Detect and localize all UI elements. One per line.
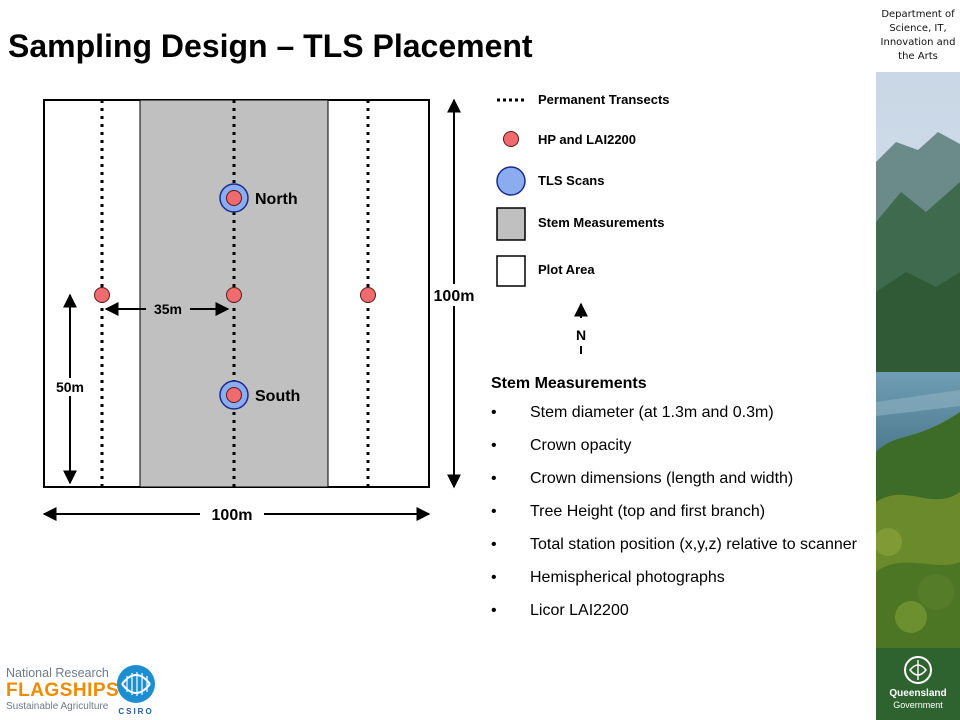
department-line: the Arts [898, 51, 938, 62]
csiro-emblem-icon [117, 665, 155, 703]
list-item: Crown dimensions (length and width) [491, 469, 866, 489]
label-backing [146, 300, 190, 318]
department-line: Science, IT, [889, 23, 947, 34]
stem-measurements-list: Stem diameter (at 1.3m and 0.3m) Crown o… [491, 403, 866, 634]
queensland-government-logo: Queensland Government [876, 648, 960, 720]
csiro-logo: CSIRO [112, 664, 160, 718]
list-item: Licor LAI2200 [491, 601, 866, 621]
legend-stem-swatch [496, 207, 526, 241]
hp-lai-marker [226, 287, 242, 303]
label-backing [430, 284, 480, 306]
compass-north-icon: N [574, 302, 588, 354]
list-item: Hemispherical photographs [491, 568, 866, 588]
sampling-diagram: North South 35m 50m 100m 100m N [42, 98, 588, 525]
legend-tls-swatch [496, 166, 526, 196]
label-backing [200, 505, 264, 525]
hp-lai-marker [94, 287, 110, 303]
legend-label-stem: Stem Measurements [538, 215, 665, 230]
stem-measurements-heading: Stem Measurements [491, 375, 647, 392]
nrf-line3: Sustainable Agriculture [6, 701, 109, 712]
nrf-line1: National Research [6, 666, 109, 680]
north-label: North [255, 191, 298, 208]
slide-title: Sampling Design – TLS Placement [8, 28, 533, 64]
south-label: South [255, 388, 300, 405]
landscape-photo [876, 72, 960, 648]
legend-plot-swatch [496, 255, 526, 287]
department-line: Department of [881, 9, 955, 20]
dimension-label-100m-horizontal: 100m [212, 507, 253, 524]
label-backing [50, 378, 90, 396]
crest-icon [904, 656, 932, 684]
national-research-flagships-logo: National Research FLAGSHIPS Sustainable … [6, 664, 120, 718]
dimension-label-100m-vertical: 100m [434, 288, 475, 305]
hp-lai-marker [226, 190, 242, 206]
legend-label-plot: Plot Area [538, 262, 595, 277]
compass-label: N [576, 327, 586, 343]
hp-lai-marker [226, 387, 242, 403]
list-item: Crown opacity [491, 436, 866, 456]
department-line: Innovation and [880, 37, 956, 48]
legend-hp-swatch [503, 131, 519, 147]
legend-label-transects: Permanent Transects [538, 92, 670, 107]
dimension-label-35m: 35m [154, 301, 182, 317]
hp-lai-marker [360, 287, 376, 303]
legend-label-tls: TLS Scans [538, 173, 605, 188]
dimension-label-50m: 50m [56, 379, 84, 395]
csiro-label: CSIRO [118, 707, 154, 716]
government-label: Government [893, 700, 943, 710]
list-item: Total station position (x,y,z) relative … [491, 535, 866, 555]
nrf-line2: FLAGSHIPS [6, 680, 120, 701]
list-item: Tree Height (top and first branch) [491, 502, 866, 522]
list-item: Stem diameter (at 1.3m and 0.3m) [491, 403, 866, 423]
department-name: Department of Science, IT, Innovation an… [876, 8, 960, 64]
legend-label-hp-lai: HP and LAI2200 [538, 132, 637, 147]
queensland-label: Queensland [889, 688, 947, 699]
